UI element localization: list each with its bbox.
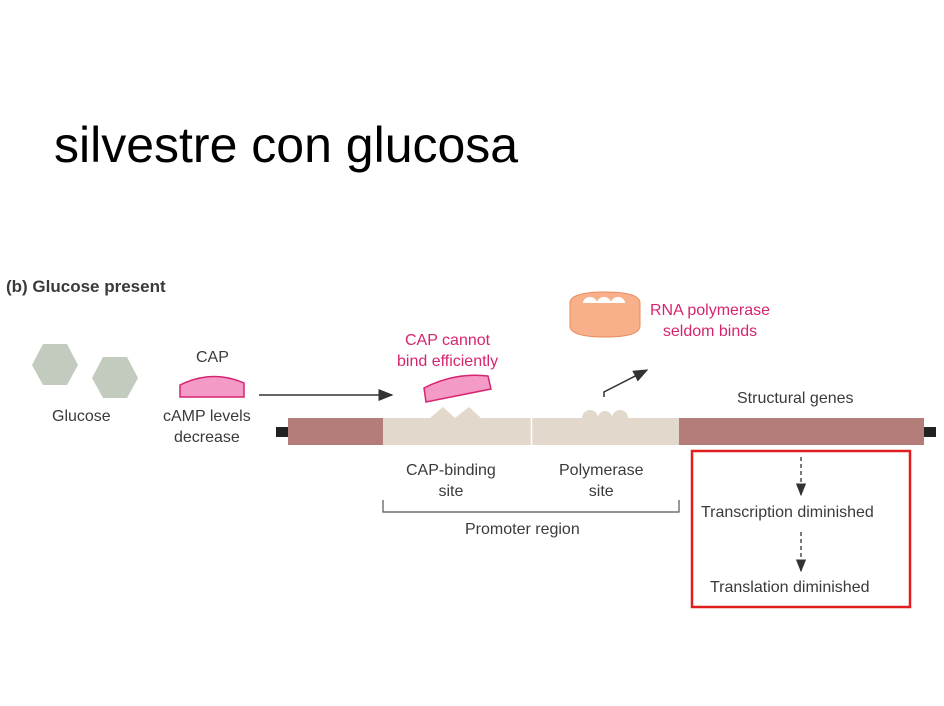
cap-cannot-bind-label: CAP cannot bind efficiently	[397, 331, 498, 373]
cap-cannot-line1: CAP cannot	[405, 332, 491, 349]
glucose-hexagon-1	[32, 344, 78, 385]
camp-label-line2: decrease	[173, 428, 240, 446]
outcome-highlight-box	[690, 449, 912, 609]
rna-pol-line1: RNA polymerase	[650, 302, 771, 319]
cap-binding-site	[383, 418, 531, 445]
dna-end-left	[276, 427, 288, 437]
cap-binding-line1: CAP-binding	[406, 462, 496, 479]
cap-protein	[179, 375, 245, 398]
dna-end-right	[924, 427, 936, 437]
transcription-start-arrow	[603, 369, 649, 397]
promoter-bracket	[382, 500, 680, 513]
glucose-hexagon-2	[92, 357, 138, 398]
rna-polymerase	[569, 291, 641, 338]
polymerase-line1: Polymerase	[559, 462, 644, 479]
cap-binding-site-label: CAP-binding site	[406, 461, 496, 503]
cap-binding-line2: site	[438, 482, 464, 500]
rna-pol-line2: seldom binds	[662, 322, 758, 340]
glucose-label: Glucose	[52, 408, 111, 425]
cap-cannot-line2: bind efficiently	[397, 352, 499, 370]
figure-panel-title: (b) Glucose present	[6, 277, 166, 296]
structural-genes-label: Structural genes	[737, 390, 854, 407]
camp-label: cAMP levels decrease	[163, 407, 251, 449]
polymerase-line2: site	[588, 482, 614, 500]
promoter-region-label: Promoter region	[465, 521, 580, 538]
cap-label: CAP	[196, 349, 229, 366]
dna-segment-left	[288, 418, 383, 445]
slide-title: silvestre con glucosa	[54, 117, 519, 173]
camp-label-line1: cAMP levels	[163, 408, 251, 425]
rna-polymerase-label: RNA polymerase seldom binds	[650, 301, 770, 343]
structural-genes-segment	[679, 418, 924, 445]
translation-diminished-label: Translation diminished	[710, 579, 870, 596]
cap-unbound-protein	[423, 374, 492, 403]
polymerase-binding-bumps	[582, 410, 628, 418]
polymerase-site-label: Polymerase site	[559, 461, 643, 503]
transcription-diminished-label: Transcription diminished	[701, 504, 874, 521]
polymerase-site	[532, 418, 679, 445]
cap-binding-bumps	[430, 407, 481, 418]
rna-polymerase-notches	[583, 297, 625, 303]
